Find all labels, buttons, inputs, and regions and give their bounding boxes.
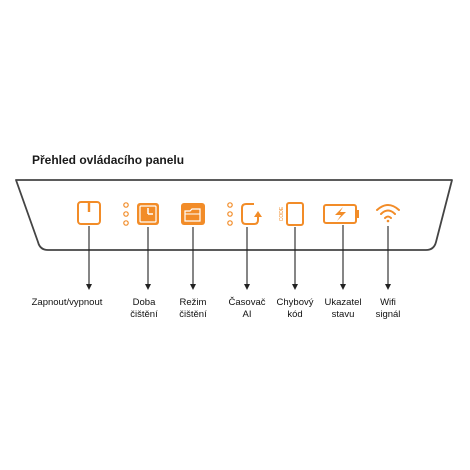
svg-text:CODE: CODE	[279, 206, 285, 221]
folder-icon	[181, 203, 205, 225]
arrow-folder	[190, 227, 196, 290]
timer-indicator-dots	[227, 202, 233, 226]
clock-indicator-dots	[123, 202, 129, 226]
arrow-clock	[145, 227, 151, 290]
power-icon	[77, 201, 101, 225]
arrow-wifi	[385, 226, 391, 290]
clock-icon	[137, 203, 159, 225]
label-error-code: Chybový kód	[276, 297, 314, 320]
error-code-icon: CODE	[279, 202, 304, 226]
timer-icon	[241, 203, 262, 225]
battery-icon	[323, 204, 359, 224]
label-folder: Režim čištění	[179, 297, 207, 320]
label-timer: Časovač AI	[228, 297, 266, 320]
label-power: Zapnout/vypnout	[31, 297, 103, 308]
pointer-arrows	[86, 225, 391, 290]
label-clock: Doba čištění	[130, 297, 158, 320]
arrow-timer	[244, 227, 250, 290]
panel-outline	[15, 179, 453, 251]
label-wifi: Wifi signál	[375, 297, 401, 320]
arrow-power	[86, 226, 92, 290]
wifi-icon	[376, 204, 400, 223]
panel-title: Přehled ovládacího panelu	[32, 153, 185, 167]
arrow-battery	[340, 225, 346, 290]
arrow-error-code	[292, 227, 298, 290]
label-battery: Ukazatel stavu	[324, 297, 362, 320]
